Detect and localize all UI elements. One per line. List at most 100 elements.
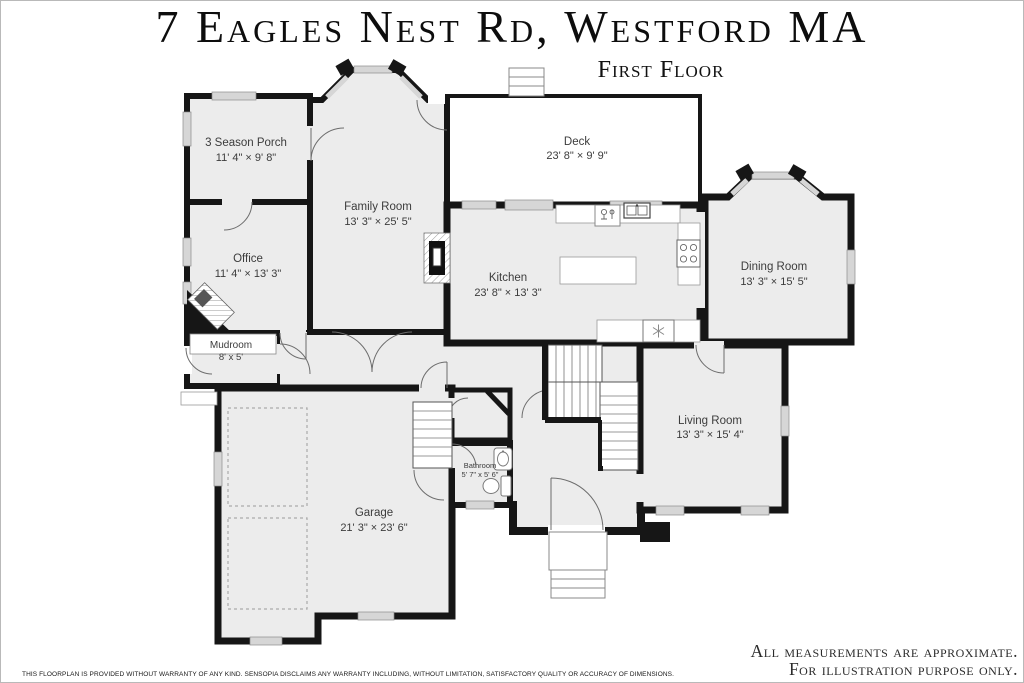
- garage-dims: 21' 3" × 23' 6": [340, 522, 407, 534]
- front-steps-icon: [548, 531, 608, 599]
- door-arc-garage: [420, 361, 448, 389]
- garage-label: Garage: [355, 507, 393, 519]
- window-family-bay-left: [325, 75, 349, 99]
- deck-label: Deck: [564, 136, 590, 148]
- disclaimer-text: THIS FLOORPLAN IS PROVIDED WITHOUT WARRA…: [22, 671, 674, 678]
- opening-mudroom-hall: [275, 344, 285, 374]
- hall-corridor: [280, 332, 452, 389]
- fridge-icon: [642, 319, 675, 343]
- fireplace-icon: [423, 232, 451, 284]
- opening-living-entry: [635, 474, 645, 502]
- deck-dims: 23' 8" × 9' 9": [546, 150, 607, 162]
- door-arc-porch-family: [310, 127, 345, 162]
- living-label: Living Room: [678, 415, 742, 427]
- closet-angled-wall: [485, 389, 511, 416]
- stove-icon: [676, 239, 701, 268]
- mudroom-bench: [189, 333, 277, 355]
- kitchen-island: [559, 256, 637, 285]
- door-arc-family-right: [371, 331, 413, 373]
- closet: [449, 387, 513, 443]
- opening-porch-office: [222, 197, 252, 207]
- door-arc-mudroom-ext: [185, 347, 213, 375]
- main-stairs-icon: [542, 341, 639, 471]
- office-label: Office: [233, 253, 263, 265]
- rooms-layer: [184, 67, 855, 645]
- kitchen-label: Kitchen: [489, 272, 527, 284]
- opening-office-hall: [280, 328, 306, 338]
- window-family-bay-top: [353, 65, 393, 74]
- fixtures-layer: [180, 67, 701, 610]
- porch-dims: 11' 4" × 9' 8": [216, 152, 277, 164]
- family-label: Family Room: [344, 201, 412, 213]
- door-arc-bathroom: [451, 443, 477, 469]
- door-arc-garage-stairs: [413, 469, 445, 501]
- measurements-note: All measurements are approximate. For il…: [750, 641, 1018, 680]
- deck-steps-icon: [508, 67, 545, 97]
- stairs-layer: [412, 341, 639, 471]
- mudroom-label: Mudroom: [210, 340, 252, 351]
- window-dining-bay-left: [730, 178, 749, 196]
- measurements-note-line1: All measurements are approximate.: [750, 641, 1018, 662]
- window-living-bottom-2: [740, 505, 770, 516]
- bathroom-label: Bathroom: [464, 461, 497, 470]
- garage-bay-1: [227, 407, 308, 507]
- mudroom-dims: 8' x 5': [219, 352, 243, 363]
- dining-dims: 13' 3" × 15' 5": [740, 276, 807, 288]
- dishwasher-icon: [594, 204, 621, 227]
- toilet-icon: [482, 475, 512, 497]
- living-dims: 13' 3" × 15' 4": [676, 429, 743, 441]
- window-dining-bay-right: [799, 178, 820, 196]
- corner-fireplace-icon: [187, 282, 235, 333]
- window-kitchen-deck-1: [461, 200, 497, 210]
- opening-mudroom-exterior: [182, 346, 192, 374]
- opening-porch-family: [305, 126, 315, 160]
- measurements-note-line2: For illustration purpose only.: [788, 659, 1018, 680]
- door-arc-office-hall: [279, 332, 307, 360]
- window-garage-bottom-2: [357, 611, 395, 621]
- window-family-bay-right: [399, 75, 423, 99]
- dining-label: Dining Room: [741, 261, 807, 273]
- window-dining-bay-top: [751, 171, 795, 180]
- bay-corner-posts: [335, 58, 807, 182]
- door-arc-front: [550, 477, 604, 531]
- door-arc-mudroom-hall: [279, 343, 311, 375]
- window-living-bottom-1: [655, 505, 685, 516]
- sink-icon: [623, 202, 651, 219]
- window-office-left-1: [182, 237, 192, 267]
- labels-layer: 3 Season Porch 11' 4" × 9' 8" Deck 23' 8…: [205, 136, 808, 534]
- opening-garage-hall: [419, 383, 445, 393]
- family-dims: 13' 3" × 25' 5": [344, 216, 411, 228]
- window-dining-right: [846, 249, 856, 285]
- window-living-right: [780, 405, 790, 437]
- opening-family-deck: [428, 94, 445, 104]
- window-garage-bottom-1: [249, 636, 283, 646]
- page-title: 7 Eagles Nest Rd, Westford MA: [155, 1, 869, 52]
- door-arc-family-deck: [416, 99, 448, 131]
- door-arc-family-left: [331, 331, 373, 373]
- door-arc-porch-office: [223, 201, 253, 231]
- porch-label: 3 Season Porch: [205, 137, 287, 149]
- bay-post-icon: [735, 163, 754, 181]
- room-dining: [701, 172, 855, 346]
- window-bathroom: [465, 500, 495, 510]
- room-3-season-porch: [184, 93, 313, 205]
- slider-kitchen-deck: [504, 199, 554, 211]
- floor-subtitle: First Floor: [597, 57, 725, 83]
- garage-bay-2: [227, 517, 308, 610]
- bathroom-sink-icon: [493, 447, 513, 471]
- front-wall-pier: [640, 522, 670, 542]
- kitchen-dims: 23' 8" × 13' 3": [474, 287, 541, 299]
- bathroom-dims: 5' 7" x 5' 6": [462, 470, 499, 479]
- bay-post-icon: [335, 58, 354, 76]
- mudroom-stoop: [180, 391, 218, 406]
- door-arc-living: [695, 344, 725, 374]
- window-porch-top: [211, 91, 257, 101]
- window-porch-left: [182, 111, 192, 147]
- room-living: [636, 341, 789, 514]
- bay-post-icon: [787, 164, 807, 182]
- window-garage-left: [213, 451, 223, 487]
- opening-living-door: [694, 341, 724, 351]
- garage-stairs-icon: [412, 401, 453, 469]
